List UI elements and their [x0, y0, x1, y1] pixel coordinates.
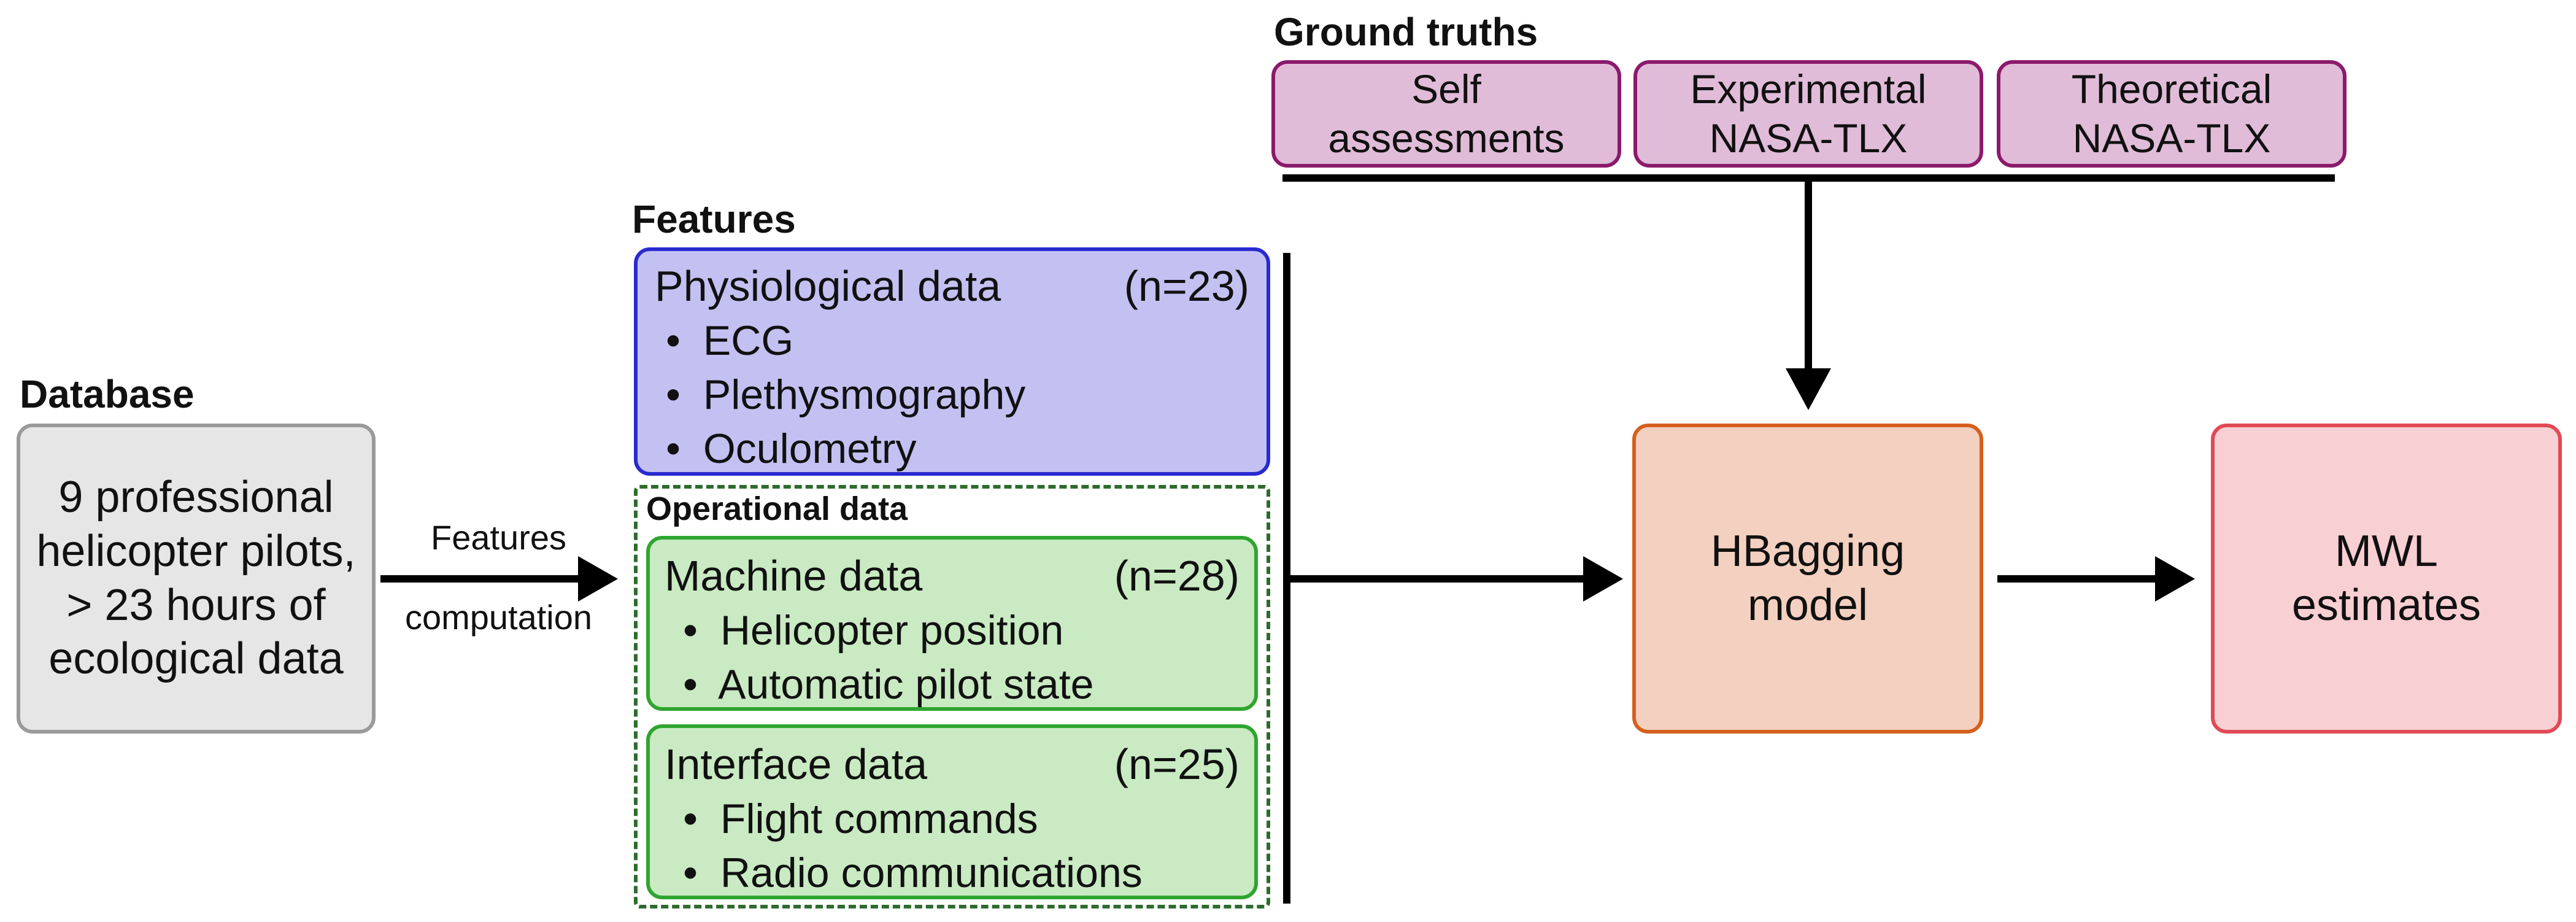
features-heading: Features [632, 197, 796, 241]
database-line: helicopter pilots, [36, 526, 356, 576]
ground-truth-line2: NASA-TLX [1709, 115, 1908, 161]
database-heading: Database [20, 372, 195, 416]
database-line: ecological data [48, 634, 344, 684]
physiological-bullet: • Plethysmography [666, 371, 1026, 418]
physiological-data-box: Physiological data (n=23) • ECG • Plethy… [634, 247, 1270, 476]
features-to-model-arrowhead [1583, 556, 1623, 602]
physiological-data-count: (n=23) [1124, 262, 1249, 310]
output-line2: estimates [2291, 580, 2482, 630]
model-to-output-arrowhead [2155, 556, 2195, 602]
machine-bullet: • Helicopter position [683, 607, 1064, 654]
mwl-estimates-box: MWL estimates [2211, 424, 2562, 734]
interface-data-title: Interface data [665, 740, 928, 788]
model-line1: HBagging [1710, 526, 1905, 576]
features-computation-label-bottom: computation [404, 598, 593, 637]
ground-truth-theoretical-nasa-tlx: Theoretical NASA-TLX [1997, 60, 2347, 168]
ground-truth-line1: Self [1411, 66, 1481, 112]
interface-data-count: (n=25) [1114, 740, 1240, 788]
machine-data-count: (n=28) [1114, 552, 1240, 600]
interface-bullet: • Flight commands [683, 796, 1038, 842]
database-line: > 23 hours of [66, 580, 326, 630]
ground-truth-line2: assessments [1328, 115, 1565, 161]
machine-bullet: • Automatic pilot state [683, 661, 1094, 708]
database-to-features-arrowhead [578, 556, 618, 602]
features-computation-label-top: Features [431, 518, 566, 557]
model-line2: model [1747, 580, 1868, 630]
ground-truths-arrowhead [1786, 368, 1831, 410]
output-line1: MWL [2335, 526, 2438, 576]
physiological-bullet: • ECG [666, 317, 794, 364]
hbagging-model-box: HBagging model [1632, 424, 1983, 734]
operational-data-container [634, 485, 1270, 908]
ground-truths-heading: Ground truths [1274, 10, 1538, 54]
interface-data-box: Interface data (n=25) • Flight commands … [646, 724, 1258, 899]
physiological-bullet: • Oculometry [666, 425, 917, 472]
machine-data-header: Machine data (n=28) [665, 554, 1240, 597]
database-box: 9 professional helicopter pilots, > 23 h… [17, 424, 376, 734]
machine-data-box: Machine data (n=28) • Helicopter positio… [646, 536, 1258, 711]
ground-truth-experimental-nasa-tlx: Experimental NASA-TLX [1633, 60, 1983, 168]
physiological-data-title: Physiological data [655, 262, 1001, 310]
ground-truth-line1: Theoretical [2071, 66, 2272, 112]
operational-data-heading: Operational data [646, 490, 908, 527]
interface-data-header: Interface data (n=25) [665, 743, 1240, 786]
ground-truth-line2: NASA-TLX [2072, 115, 2271, 161]
ground-truth-self-assessments: Self assessments [1271, 60, 1621, 168]
physiological-data-header: Physiological data (n=23) [655, 265, 1249, 308]
ground-truth-line1: Experimental [1690, 66, 1927, 112]
interface-bullet: • Radio communications [683, 850, 1143, 896]
database-line: 9 professional [58, 472, 334, 522]
machine-data-title: Machine data [665, 552, 923, 600]
